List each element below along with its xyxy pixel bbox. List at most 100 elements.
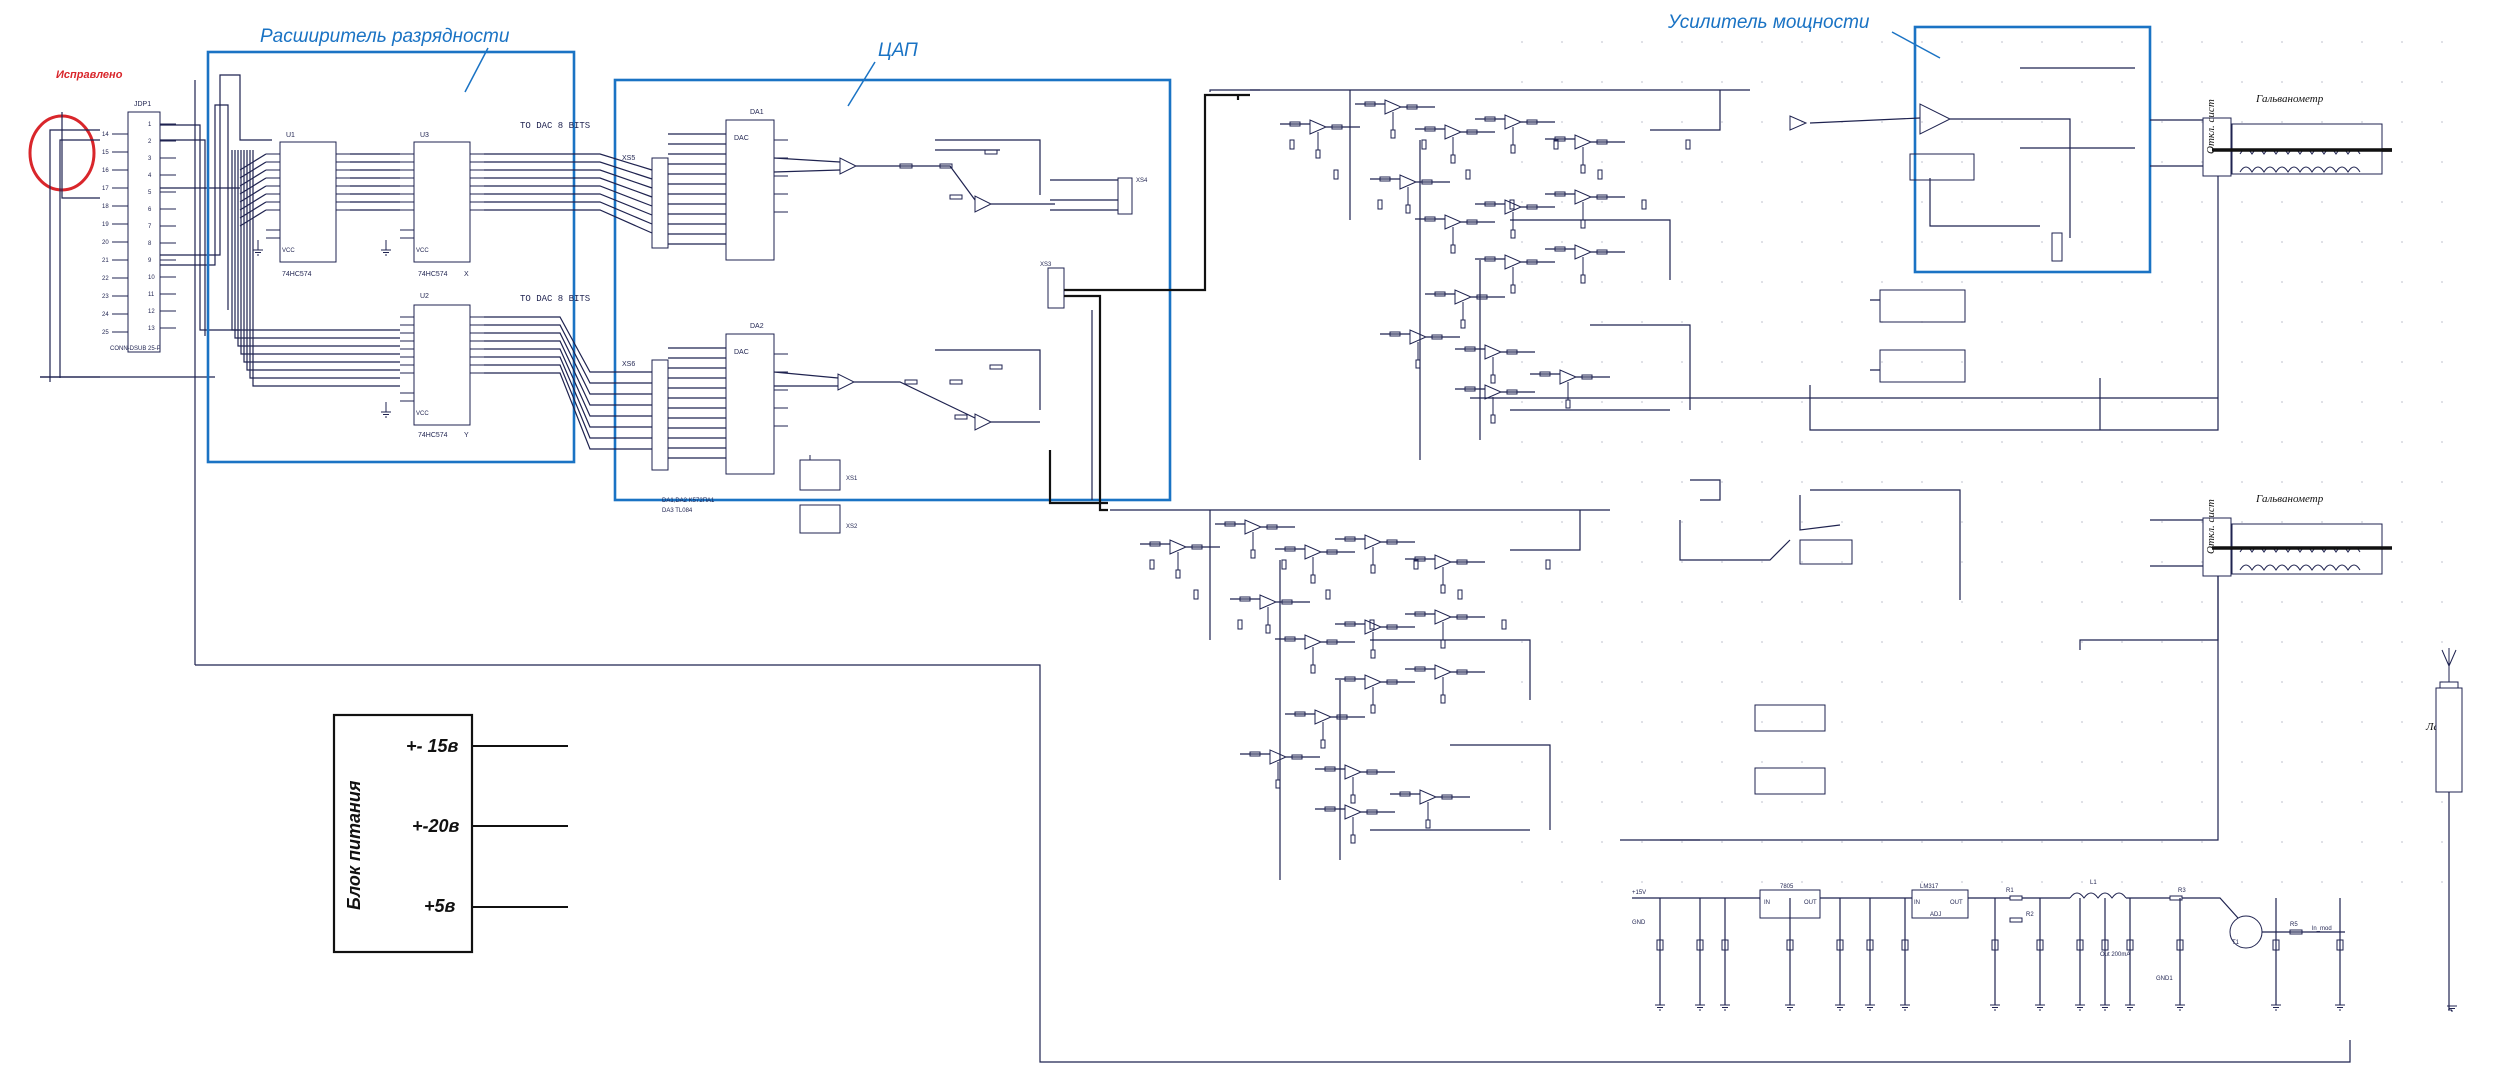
connector-pin-left: 16 [102,168,109,174]
connector-bus [160,74,2351,1063]
galvanometer-1: Гальванометр Откл. сист [2202,93,2392,177]
svg-text:+5в: +5в [424,896,456,916]
svg-text:R2: R2 [2026,912,2034,918]
svg-text:XS4: XS4 [1136,178,1148,184]
svg-text:+15V: +15V [1632,890,1646,896]
chip-da1: DA1 DAC [725,109,775,261]
connector-pin-right: 7 [148,224,152,230]
svg-text:R1: R1 [2006,888,2014,894]
galvo-feed-wires [1470,119,2219,841]
power-amp-label: Усилитель мощности [1667,12,1870,33]
svg-text:ln_mod: ln_mod [2312,926,2332,932]
svg-text:7805: 7805 [1780,884,1794,890]
svg-text:OUT: OUT [1804,900,1817,906]
svg-text:Гальванометр: Гальванометр [2255,93,2324,105]
expander-bus [231,150,400,387]
connector-pin-left: 25 [102,330,109,336]
dac-outputs [1048,89,1260,512]
svg-text:Гальванометр: Гальванометр [2255,493,2324,505]
svg-text:ADJ: ADJ [1930,912,1941,918]
svg-text:VCC: VCC [282,248,295,254]
chip-u2: U2 VCC 74HC574 Y [380,293,471,439]
connector-pin-left: 22 [102,276,109,282]
svg-text:Откл. сист: Откл. сист [2205,499,2217,554]
connector-pin-right: 3 [148,156,152,162]
svg-text:L1: L1 [2090,880,2097,886]
connector-pin-left: 21 [102,258,109,264]
svg-text:U1: U1 [286,132,295,139]
svg-text:Блок питания: Блок питания [344,780,364,910]
svg-text:XS1: XS1 [846,476,858,482]
svg-text:GND1: GND1 [2156,976,2173,982]
connector-pin-right: 8 [148,241,152,247]
svg-text:XS2: XS2 [846,524,858,530]
svg-text:+- 15в: +- 15в [406,736,459,756]
power-supply-block: Блок питания +- 15в +-20в +5в [332,713,568,954]
svg-text:VCC: VCC [416,411,429,417]
dac-analog: XS1 XS2 DA1,DA2 K572ПА1 DA3 TL084 XS3 XS… [662,139,1148,534]
svg-text:Out 200mA: Out 200mA [2100,952,2130,958]
connector-pin-left: 24 [102,312,109,318]
svg-text:OUT: OUT [1950,900,1963,906]
connector-pin-right: 11 [148,292,155,298]
svg-text:+-20в: +-20в [412,816,460,836]
connector-pin-left: 15 [102,150,109,156]
analog-channel-x [1250,67,2135,460]
connector-pin-right: 6 [148,207,152,213]
connector-pin-left: 20 [102,240,109,246]
svg-text:R3: R3 [2178,888,2186,894]
svg-text:XS3: XS3 [1040,262,1052,268]
svg-text:DAC: DAC [734,135,749,142]
svg-text:DA1,DA2 K572ПА1: DA1,DA2 K572ПА1 [662,498,715,504]
svg-text:Y: Y [464,432,469,439]
connector-pin-left: 17 [102,186,109,192]
connector-pin-right: 4 [148,173,152,179]
connector-pin-left: 14 [102,132,109,138]
bit-expander-label: Расширитель разрядности [260,26,510,47]
analog-channel-y [1110,479,1961,880]
svg-text:DA2: DA2 [750,323,764,330]
chip-u3: U3 VCC 74HC574 X [380,132,471,278]
svg-text:U2: U2 [420,293,429,300]
galvanometer-2: Гальванометр Откл. сист [2202,493,2392,577]
svg-text:74HC574: 74HC574 [282,271,312,278]
laser: Лазер [2425,648,2463,1012]
connector-pin-right: 10 [148,275,155,281]
xs1-block [799,459,841,491]
svg-text:74HC574: 74HC574 [418,432,448,439]
svg-text:XS5: XS5 [622,155,635,162]
svg-text:XS6: XS6 [622,361,635,368]
svg-text:LM317: LM317 [1920,884,1939,890]
connector-pin-left: 18 [102,204,109,210]
connector-pin-right: 9 [148,258,152,264]
svg-text:T1: T1 [2232,940,2240,946]
to-dac-label-2: TO DAC 8 BITS [520,294,590,304]
connector-body [127,111,161,353]
to-dac-label-1: TO DAC 8 BITS [520,121,590,131]
connector-pin-right: 5 [148,190,152,196]
dac-connectors: XS5 XS6 [622,155,669,471]
connector-jdp1: JDP1 14151617181920212223242512345678910… [40,101,215,382]
connector-type: CONN-DSUB 25-P [110,346,161,352]
svg-text:DAC: DAC [734,349,749,356]
laser-psu-circuit: +15V 7805 IN OUT LM317 IN OUT ADJ R1 R2 … [1632,880,2346,1011]
svg-text:X: X [464,271,469,278]
svg-text:R5: R5 [2290,922,2298,928]
svg-text:DA1: DA1 [750,109,764,116]
svg-text:IN: IN [1914,900,1920,906]
connector-pin-left: 23 [102,294,109,300]
connector-pin-right: 13 [148,326,155,332]
svg-text:74HC574: 74HC574 [418,271,448,278]
fixed-label: Исправлено [56,69,123,81]
dac-label: ЦАП [878,40,918,61]
svg-text:DA3 TL084: DA3 TL084 [662,508,693,514]
power-amp-box [1913,25,2152,274]
svg-text:IN: IN [1764,900,1770,906]
xs2-block [799,504,841,534]
svg-text:VCC: VCC [416,248,429,254]
connector-pin-right: 2 [148,139,152,145]
connector-pin-right: 12 [148,309,155,315]
bit-expander-box [206,50,576,464]
connector-ref: JDP1 [134,101,151,108]
